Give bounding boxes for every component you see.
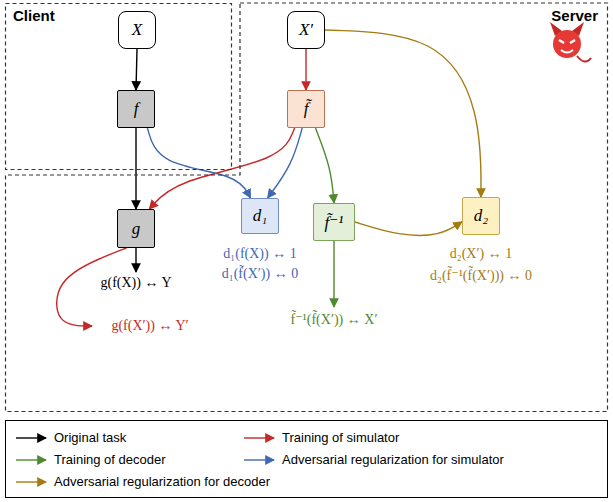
- legend-sample: [242, 454, 276, 466]
- module-label: f̃: [304, 99, 309, 119]
- module-label: X′: [299, 20, 313, 40]
- client-region: ClientXf: [5, 3, 232, 170]
- connector-arrow: [147, 128, 250, 198]
- module-box: f̃⁻¹: [313, 203, 355, 241]
- legend-text: Original task: [54, 430, 126, 445]
- module-box: d₂: [462, 197, 500, 235]
- server-region: ServerX′ f̃ g d₁ f̃⁻¹ d₂: [5, 3, 608, 412]
- module-box: f̃: [287, 90, 325, 128]
- module-label: f̃⁻¹: [325, 212, 344, 233]
- region-outline: [5, 3, 608, 412]
- module-box: X: [118, 11, 156, 49]
- objective-label: d₂(X′) ↔ 1: [448, 246, 514, 262]
- connector-arrow: [135, 128, 136, 209]
- objective-label: d₁(f̃(X′)) ↔ 0: [220, 266, 300, 282]
- module-box: g: [117, 209, 155, 248]
- leader-arrow: [135, 248, 136, 272]
- region-title: Server: [551, 7, 598, 24]
- connector-arrow: [149, 128, 294, 209]
- objective-label: f̃⁻¹(f̃(X′)) ↔ X′: [289, 311, 380, 328]
- module-box: d₁: [241, 198, 279, 234]
- legend-box: Original task Training of simulatorTraini…: [5, 420, 608, 498]
- module-label: f: [134, 99, 139, 119]
- connector-arrow: [325, 30, 481, 197]
- leader-arrow: [333, 241, 334, 307]
- connector-arrow: [268, 128, 303, 198]
- objective-label: g(f(X)) ↔ Y: [98, 275, 173, 291]
- module-label: d₂: [474, 206, 488, 226]
- legend-sample: [14, 476, 48, 488]
- region-title: Client: [13, 7, 55, 24]
- module-label: X: [132, 20, 142, 40]
- connector-arrow: [355, 222, 462, 236]
- module-box: f: [117, 90, 155, 128]
- legend-text: Adversarial regularization for simulator: [282, 452, 504, 467]
- module-label: g: [132, 219, 141, 239]
- legend-item: Adversarial regularization for decoder: [14, 474, 270, 489]
- connector-arrow: [316, 128, 335, 203]
- legend-sample: [14, 432, 48, 444]
- objective-label: g(f(X′)) ↔ Y′: [109, 318, 190, 334]
- connector-arrow: [136, 49, 137, 90]
- legend-sample: [242, 432, 276, 444]
- connector-arrow: [305, 49, 306, 90]
- legend-item: Training of simulator: [242, 430, 399, 445]
- legend-sample: [14, 454, 48, 466]
- devil-icon: [550, 22, 591, 62]
- legend-text: Training of decoder: [54, 452, 166, 467]
- legend-item: Adversarial regularization for simulator: [242, 452, 504, 467]
- legend-item: Training of decoder: [14, 452, 166, 467]
- objective-label: d₂(f̃⁻¹(f̃(X′))) ↔ 0: [428, 267, 534, 284]
- objective-label: d₁(f(X)) ↔ 1: [221, 246, 298, 262]
- module-label: d₁: [253, 206, 267, 226]
- legend-item: Original task: [14, 430, 126, 445]
- legend-text: Adversarial regularization for decoder: [54, 474, 270, 489]
- legend-text: Training of simulator: [282, 430, 399, 445]
- module-box: X′: [287, 11, 325, 49]
